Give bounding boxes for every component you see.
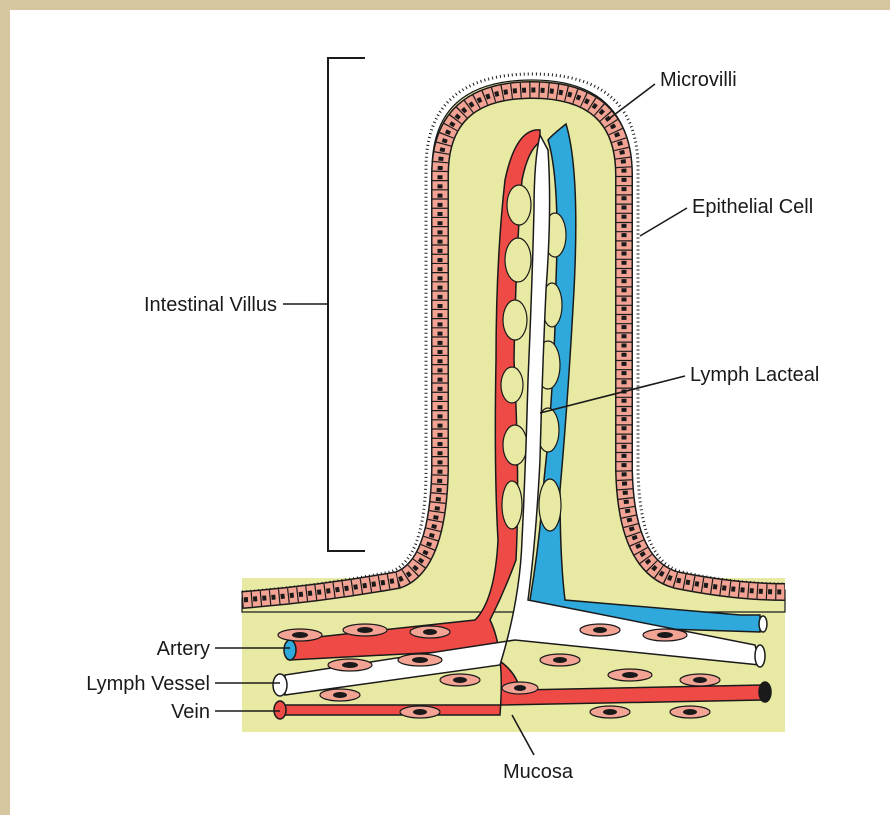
label-artery: Artery xyxy=(157,638,210,660)
label-intestinal-villus: Intestinal Villus xyxy=(144,294,277,316)
label-microvilli: Microvilli xyxy=(660,69,737,91)
label-lymph-vessel: Lymph Vessel xyxy=(86,673,210,695)
label-mucosa: Mucosa xyxy=(503,761,574,783)
label-epithelial-cell: Epithelial Cell xyxy=(692,196,813,218)
label-lymph-lacteal: Lymph Lacteal xyxy=(690,364,819,386)
label-vein: Vein xyxy=(171,701,210,723)
